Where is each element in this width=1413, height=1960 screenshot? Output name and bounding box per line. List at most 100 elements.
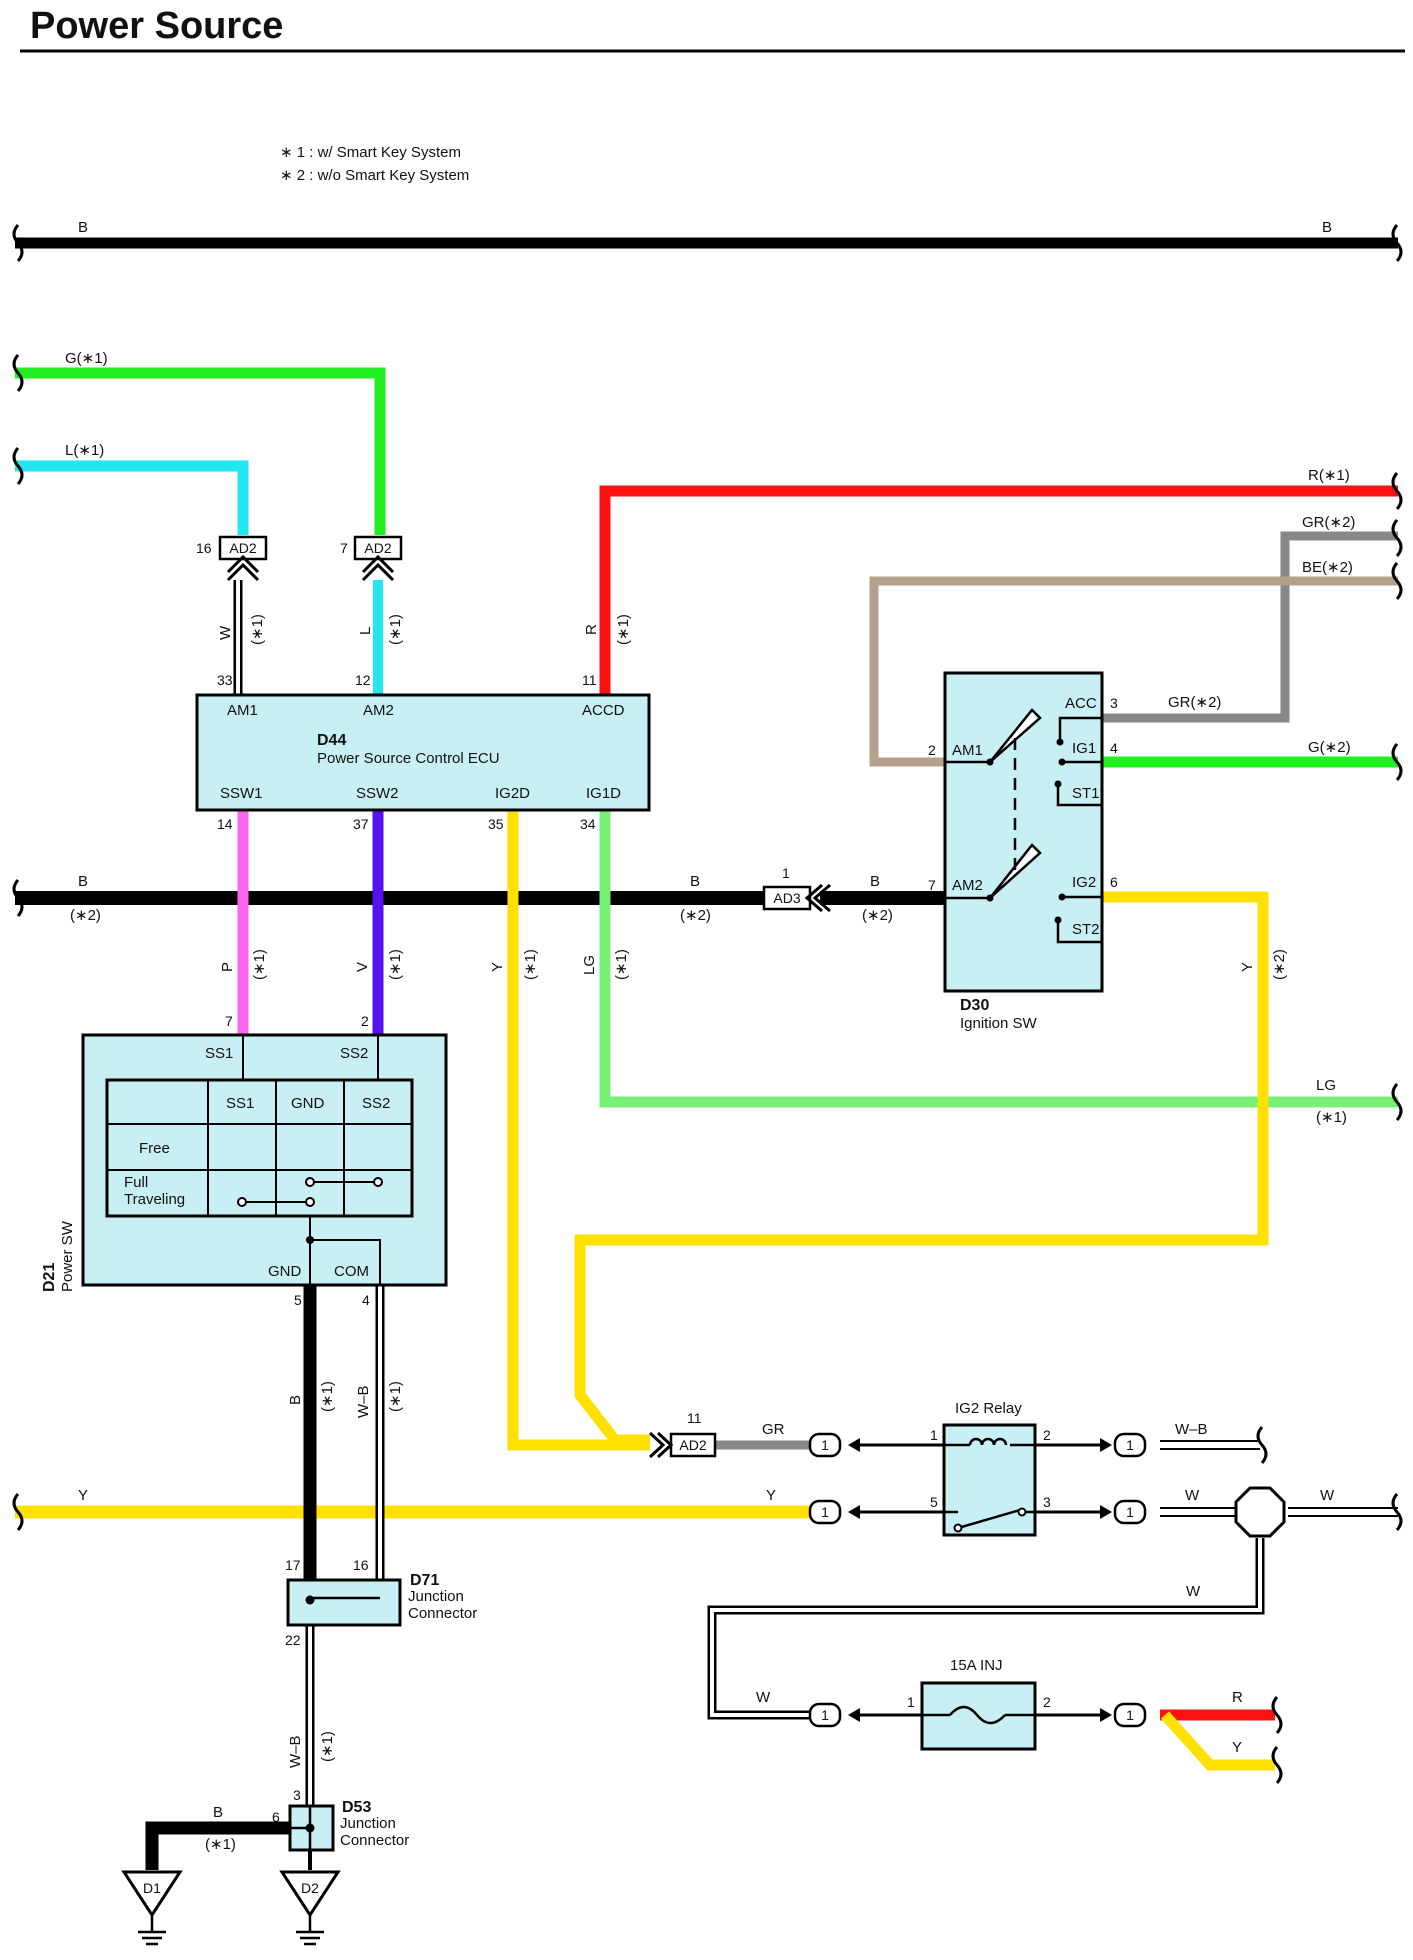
label-b-top-left: B xyxy=(78,219,88,236)
connector-ad2-b: AD2 7 xyxy=(340,535,403,582)
connector-ad2-c-pin: 11 xyxy=(687,1410,702,1426)
wire-w-right xyxy=(1288,1507,1398,1517)
label-w-relay2: W xyxy=(1320,1487,1335,1504)
ground-d2-triangle xyxy=(279,1870,341,1918)
d44-pin-ssw1-num: 14 xyxy=(217,816,233,832)
break-wb-relay xyxy=(1256,1426,1268,1464)
d21-pin-gnd: GND xyxy=(268,1263,302,1280)
d21-dot-gnd-1 xyxy=(305,1177,315,1187)
d21-switch-contacts xyxy=(237,1177,383,1207)
ground-icon xyxy=(138,1915,166,1946)
label-b-mid-center: B xyxy=(690,873,700,890)
d21-contact-bars xyxy=(242,1181,378,1203)
ig2-relay-dot-right xyxy=(1017,1507,1027,1517)
d53-name: Junction Connector xyxy=(340,1815,410,1849)
label-lg-right-star: (∗1) xyxy=(1316,1109,1347,1126)
connector-ad2-c-chevron xyxy=(648,1431,674,1459)
d30-switch-contacts xyxy=(945,708,1102,944)
d30-pin-acc-num: 3 xyxy=(1110,695,1118,711)
d21-table-header-ss1: SS1 xyxy=(226,1095,254,1112)
d21-code: D21 xyxy=(41,1263,58,1292)
d44-pin-am2: AM2 xyxy=(363,702,394,719)
connector-ad3-pin: 1 xyxy=(782,865,790,881)
d21-table-row-full: Full Traveling xyxy=(124,1174,186,1208)
ig2-relay-pin5: 5 xyxy=(930,1494,938,1510)
d21-dot-ss1 xyxy=(237,1197,247,1207)
d30-box xyxy=(943,671,1104,993)
wires xyxy=(15,237,1398,1870)
d44-code: D44 xyxy=(317,732,346,749)
label-v: V xyxy=(354,962,371,972)
note-smart-key: ∗ 1 : w/ Smart Key System xyxy=(280,144,461,161)
ig2-relay-pin3: 3 xyxy=(1043,1494,1051,1510)
d21-table-row-full-wrap: Full Traveling xyxy=(124,1174,186,1208)
d21-pin-ss1-num: 7 xyxy=(225,1013,233,1029)
d44-pin-am1: AM1 xyxy=(227,702,258,719)
label-b-gnd: B xyxy=(287,1395,304,1405)
wire-l1 xyxy=(15,460,249,535)
label-wb-d71: W–B xyxy=(287,1735,304,1768)
label-y-inj: Y xyxy=(1232,1739,1242,1756)
d30-pin-am1-num: 2 xyxy=(928,742,936,758)
d21-dot-gnd-2 xyxy=(305,1197,315,1207)
conn-1-relay-out3 xyxy=(1113,1499,1147,1525)
wire-lg xyxy=(599,810,1398,1108)
d30-pin-ig1-num: 4 xyxy=(1110,740,1118,756)
label-b-mid-center-star: (∗2) xyxy=(680,907,711,924)
ground-d1: D1 xyxy=(121,1870,183,1946)
label-b-mid-left-star: (∗2) xyxy=(70,907,101,924)
break-y-inj xyxy=(1271,1746,1283,1784)
d21-pin-com: COM xyxy=(334,1263,369,1280)
label-g1: G(∗1) xyxy=(65,350,108,367)
d53-pin6: 6 xyxy=(272,1809,280,1825)
label-w-am1: W xyxy=(217,625,234,640)
conn-1-relay-out2 xyxy=(1113,1432,1147,1458)
connector-ad2-b-pin: 7 xyxy=(340,540,348,556)
d30-code: D30 xyxy=(960,997,989,1014)
d21-box xyxy=(81,1033,448,1287)
wire-breaks xyxy=(12,224,1403,1784)
label-l-am2: L xyxy=(357,627,374,635)
label-b-top-right: B xyxy=(1322,219,1332,236)
break-r-inj xyxy=(1271,1696,1283,1734)
ig2-relay-dot-left xyxy=(953,1523,963,1533)
label-b-d53: B xyxy=(213,1804,223,1821)
label-wb-relay: W–B xyxy=(1175,1421,1208,1438)
d53-junction: 3 6 D53 Junction Connector xyxy=(272,1787,410,1852)
d21-table-grid xyxy=(107,1080,412,1216)
connector-ad2-b-chevron xyxy=(361,554,395,582)
d21-name: Power SW xyxy=(59,1220,76,1292)
fuse-icon xyxy=(949,1705,1006,1725)
d44-pin-ssw1: SSW1 xyxy=(220,785,263,802)
d21-table-header-ss2: SS2 xyxy=(362,1095,390,1112)
break-g2 xyxy=(1391,743,1403,781)
wire-w-relay xyxy=(1160,1507,1240,1517)
connector-ad3: AD3 1 xyxy=(762,865,831,913)
wire-label-group: B B G(∗1) L(∗1) R(∗1) GR(∗2) BE(∗2) GR(∗… xyxy=(65,219,1355,1853)
coil-icon xyxy=(968,1437,1008,1446)
label-v-star: (∗1) xyxy=(387,949,404,980)
d30-pin-am1: AM1 xyxy=(952,742,983,759)
wire-r1 xyxy=(599,485,1398,695)
ig2-relay-name: IG2 Relay xyxy=(955,1400,1022,1417)
d21-pin-ss2-num: 2 xyxy=(361,1013,369,1029)
wire-g1 xyxy=(15,367,386,535)
conn-1-fuse-out xyxy=(1113,1702,1147,1728)
label-r-inj: R xyxy=(1232,1689,1243,1706)
wire-y-ig2d xyxy=(507,810,650,1451)
ig2-relay-pin1: 1 xyxy=(930,1427,938,1443)
d44-ecu: 33 12 11 AM1 AM2 ACCD D44 Power Source C… xyxy=(195,672,651,832)
d30-pin-acc: ACC xyxy=(1065,695,1097,712)
d53-code: D53 xyxy=(342,1799,371,1816)
conn-1-fuse-out-arrow xyxy=(1100,1708,1112,1722)
label-r1: R(∗1) xyxy=(1308,467,1350,484)
label-b-d53-star: (∗1) xyxy=(205,1836,236,1853)
d44-pin-ig2d-num: 35 xyxy=(488,816,504,832)
d71-junction: 17 16 22 D71 Junction Connector xyxy=(285,1557,477,1648)
break-b-top-right xyxy=(1391,224,1403,262)
label-gr2: GR(∗2) xyxy=(1302,514,1355,531)
d53-pin3: 3 xyxy=(293,1787,301,1803)
connector-ad2-a-chevron xyxy=(226,554,260,582)
d30-dot-am2 xyxy=(986,894,994,902)
